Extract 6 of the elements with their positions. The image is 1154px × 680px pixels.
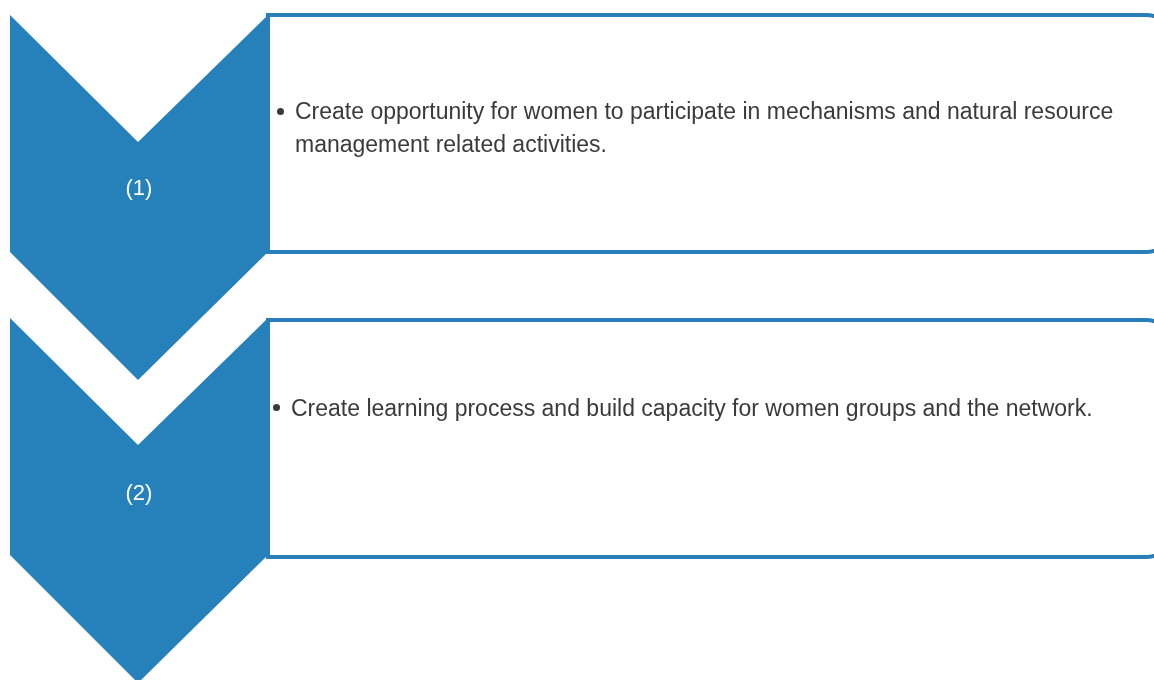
bullet-text: Create learning process and build capacity for women groups and the network. xyxy=(291,394,1094,423)
step-number: (1) xyxy=(124,175,154,201)
text-panel xyxy=(266,318,1154,559)
bullet-text: Create opportunity for women to participate in mechanisms and natural resource management related activities. xyxy=(295,97,1115,159)
step-number: (2) xyxy=(124,480,154,506)
text-panel xyxy=(266,13,1154,254)
